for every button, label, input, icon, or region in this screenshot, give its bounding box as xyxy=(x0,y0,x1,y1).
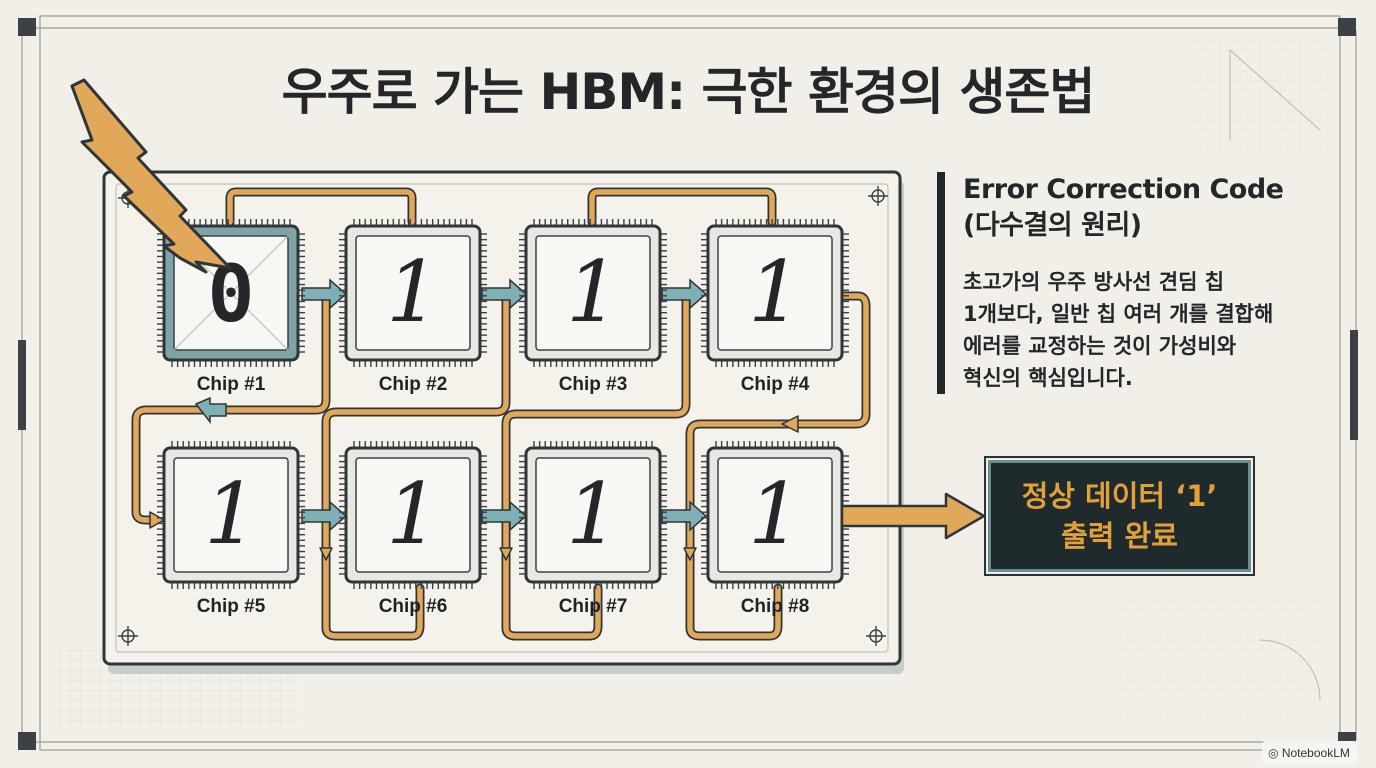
info-heading-line1: Error Correction Code xyxy=(963,174,1284,205)
routing-paths xyxy=(131,187,871,641)
watermark-text: NotebookLM xyxy=(1281,746,1350,760)
chip-bit-value: 1 xyxy=(748,465,801,563)
chip-label: Chip #2 xyxy=(379,374,448,395)
frame-corner-marks xyxy=(18,18,1358,750)
teal-arrows xyxy=(194,278,708,532)
ecc-info-panel: Error Correction Code (다수결의 원리) 초고가의 우주 … xyxy=(937,172,1343,394)
chip-die xyxy=(717,457,833,573)
chip-die xyxy=(355,457,471,573)
chip-label: Chip #4 xyxy=(741,374,810,395)
chip-bit-value: 1 xyxy=(204,465,257,563)
chip-label: Chip #7 xyxy=(559,596,628,617)
output-line2: 출력 완료 xyxy=(1061,519,1178,553)
output-result-box: 정상 데이터 ‘1’ 출력 완료 xyxy=(984,456,1255,576)
chip-die xyxy=(173,457,289,573)
notebooklm-logo-icon: ◎ xyxy=(1268,746,1279,760)
output-line1: 정상 데이터 ‘1’ xyxy=(1021,479,1218,513)
info-body-line: 혁신의 핵심입니다. xyxy=(963,366,1133,390)
chip-die xyxy=(355,235,471,351)
chip-die xyxy=(535,457,651,573)
chip-label: Chip #8 xyxy=(741,596,810,617)
chip-bit-value: 1 xyxy=(748,243,801,341)
chip-label: Chip #3 xyxy=(559,374,628,395)
chip-die xyxy=(535,235,651,351)
chip-die xyxy=(717,235,833,351)
chip-bit-value: 1 xyxy=(566,465,619,563)
info-heading-line2: (다수결의 원리) xyxy=(963,210,1142,241)
chip-label: Chip #6 xyxy=(379,596,448,617)
page-frame xyxy=(20,15,1357,751)
info-body-line: 에러를 교정하는 것이 가성비와 xyxy=(963,334,1237,358)
info-body-line: 초고가의 우주 방사선 견딤 칩 xyxy=(963,270,1225,294)
chip-bit-value: 1 xyxy=(386,243,439,341)
output-arrow xyxy=(840,492,986,540)
chip-bit-value: 1 xyxy=(386,465,439,563)
lightning-bolt-icon xyxy=(70,78,232,274)
chip-bit-value: 1 xyxy=(566,243,619,341)
chip-label: Chip #5 xyxy=(197,596,266,617)
chip-die-diagonal xyxy=(173,235,289,351)
notebooklm-badge: ◎ NotebookLM xyxy=(1262,741,1358,765)
info-body-line: 1개보다, 일반 칩 여러 개를 결합해 xyxy=(963,302,1274,326)
chip-label: Chip #1 xyxy=(197,374,266,395)
page-title: 우주로 가는 HBM: 극한 환경의 생존법 xyxy=(281,63,1096,121)
